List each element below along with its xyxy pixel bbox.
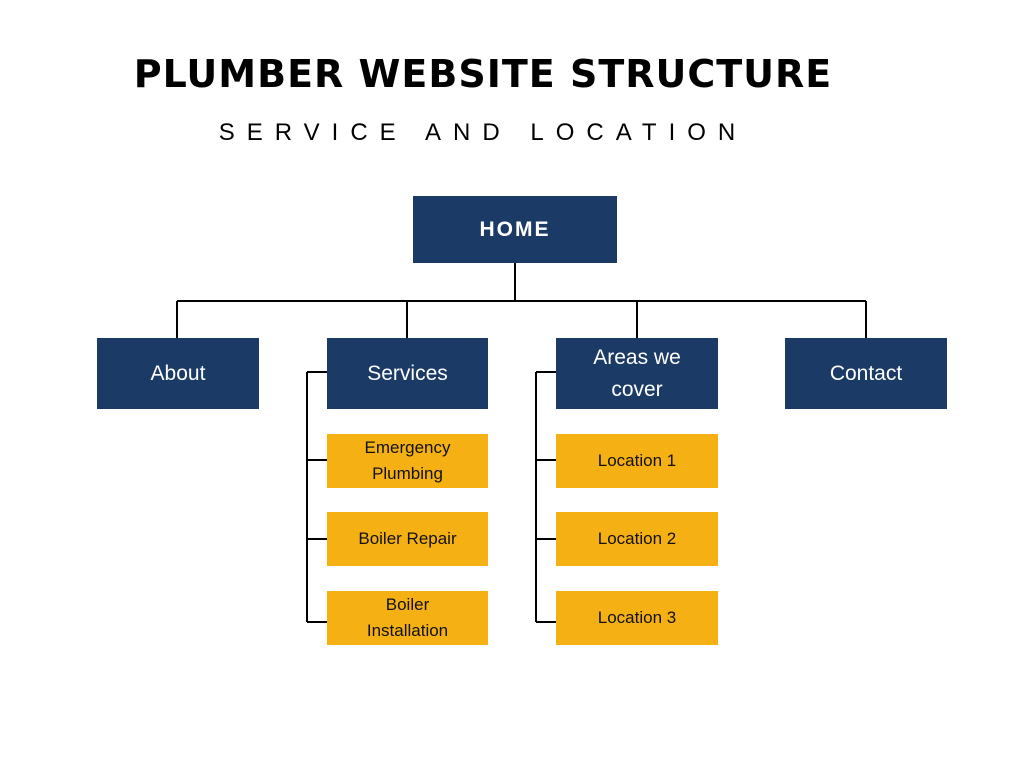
page-title: PLUMBER WEBSITE STRUCTURE [133,52,833,96]
about-label: About [150,361,206,385]
service-item-emergency-plumbing: Emergency Plumbing [327,434,488,488]
contact-node: Contact [785,338,947,409]
service-item-boiler-repair: Boiler Repair [327,512,488,566]
home-node: HOME [413,196,617,263]
about-node: About [97,338,259,409]
home-label: HOME [479,217,551,241]
areas-node: Areas we cover [556,338,718,409]
service-item-boiler-installation: Boiler Installation [327,591,488,645]
services-label: Services [367,361,448,385]
location-item-label: Location 2 [597,529,677,548]
service-item-label: Boiler Installation [366,595,449,640]
service-item-label: Boiler Repair [358,529,457,548]
contact-label: Contact [829,361,903,385]
location-item-1: Location 1 [556,434,718,488]
areas-label: Areas we cover [593,345,681,401]
location-item-label: Location 3 [597,608,677,627]
page-subtitle: SERVICE AND LOCATION [218,119,748,146]
service-item-label: Emergency Plumbing [364,438,451,483]
location-item-label: Location 1 [597,451,677,470]
location-item-3: Location 3 [556,591,718,645]
services-node: Services [327,338,488,409]
location-item-2: Location 2 [556,512,718,566]
